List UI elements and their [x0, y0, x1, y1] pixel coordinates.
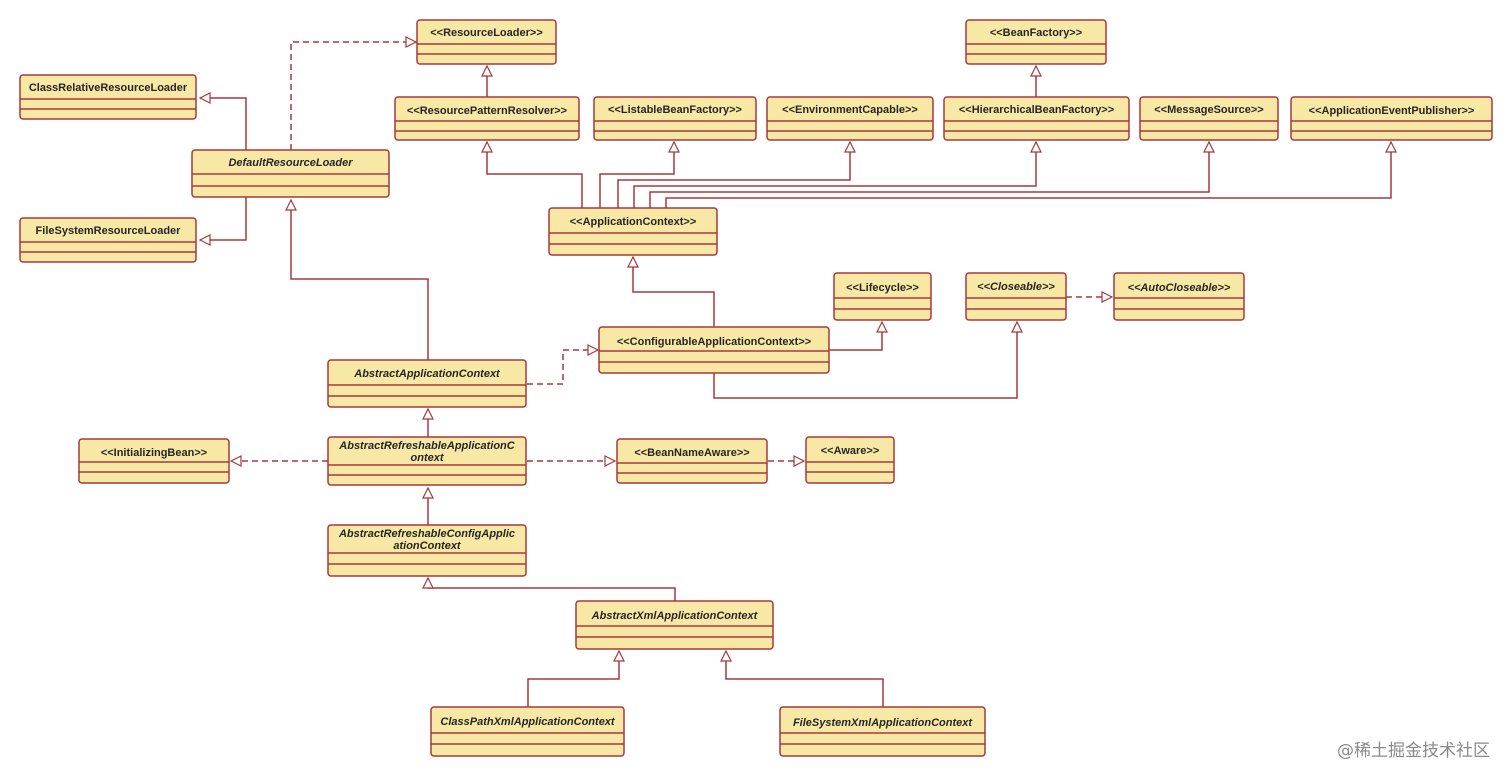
class-environmentcapable[interactable]: <<EnvironmentCapable>> — [766, 96, 934, 141]
watermark-text: @稀土掘金技术社区 — [1337, 741, 1490, 761]
generalization-abstractappcontext-defaultresourceloader — [291, 200, 429, 360]
class-name: <<Closeable>> — [977, 281, 1055, 293]
class-name-line-2: ontext — [411, 452, 445, 464]
class-resourceloader[interactable]: <<ResourceLoader>> — [416, 19, 557, 65]
generalization-appcontext-applicationeventpublisher — [665, 142, 1391, 208]
class-filesystemresourceloader[interactable]: FileSystemResourceLoader — [19, 217, 197, 263]
class-abstractapplicationcontext[interactable]: AbstractApplicationContext — [327, 359, 527, 408]
class-name: FileSystemResourceLoader — [36, 225, 182, 237]
class-name: DefaultResourceLoader — [228, 157, 353, 169]
class-name: AbstractApplicationContext — [353, 368, 501, 380]
generalization-appcontext-environmentcapable — [617, 142, 850, 208]
generalization-configurable-appcontext — [633, 257, 715, 327]
class-name-line-2: ationContext — [393, 540, 462, 552]
class-abstractrefreshableconfigapplicationcontext[interactable]: AbstractRefreshableConfigApplic ationCon… — [327, 524, 527, 577]
generalization-abstractxml-refreshableconfig — [428, 578, 676, 601]
class-listablebeanfactory[interactable]: <<ListableBeanFactory>> — [593, 96, 757, 141]
class-classpathxmlapplicationcontext[interactable]: ClassPathXmlApplicationContext — [430, 706, 625, 757]
class-lifecycle[interactable]: <<Lifecycle>> — [833, 272, 932, 321]
class-classrelativeresourceloader[interactable]: ClassRelativeResourceLoader — [19, 74, 197, 120]
class-applicationeventpublisher[interactable]: <<ApplicationEventPublisher>> — [1290, 96, 1493, 141]
class-initializingbean[interactable]: <<InitializingBean>> — [78, 438, 230, 484]
class-name: <<ApplicationContext>> — [570, 216, 697, 228]
realization-defaultresourceloader-resourceloader — [290, 42, 416, 150]
class-name: ClassRelativeResourceLoader — [29, 82, 188, 94]
class-name: <<BeanFactory>> — [990, 27, 1082, 39]
generalization-configurable-lifecycle — [829, 322, 882, 351]
class-abstractxmlapplicationcontext[interactable]: AbstractXmlApplicationContext — [575, 600, 774, 650]
generalization-classpathxml-abstractxml — [527, 651, 619, 707]
class-name: <<HierarchicalBeanFactory>> — [959, 104, 1114, 116]
connectors — [200, 42, 1391, 707]
class-defaultresourceloader[interactable]: DefaultResourceLoader — [191, 149, 390, 198]
class-applicationcontext[interactable]: <<ApplicationContext>> — [548, 207, 718, 256]
class-name: AbstractXmlApplicationContext — [591, 610, 759, 622]
class-aware[interactable]: <<Aware>> — [805, 436, 895, 484]
generalization-configurable-closeable — [713, 322, 1017, 399]
generalization-classrelative-default — [200, 98, 247, 150]
class-name: <<ResourcePatternResolver>> — [407, 105, 567, 117]
class-name: <<ApplicationEventPublisher>> — [1309, 105, 1475, 117]
class-beannameaware[interactable]: <<BeanNameAware>> — [616, 438, 768, 484]
class-messagesource[interactable]: <<MessageSource>> — [1139, 96, 1279, 141]
class-name-line-1: AbstractRefreshableApplicationC — [338, 440, 515, 452]
class-name: <<ResourceLoader>> — [430, 27, 543, 39]
class-name: <<InitializingBean>> — [101, 447, 207, 459]
class-name: <<Aware>> — [821, 445, 880, 457]
class-name: <<ConfigurableApplicationContext>> — [617, 336, 811, 348]
class-beanfactory[interactable]: <<BeanFactory>> — [965, 19, 1107, 65]
class-name: ClassPathXmlApplicationContext — [440, 716, 616, 728]
class-hierarchicalbeanfactory[interactable]: <<HierarchicalBeanFactory>> — [943, 96, 1130, 141]
class-name: <<EnvironmentCapable>> — [782, 104, 918, 116]
class-name: FileSystemXmlApplicationContext — [793, 717, 973, 729]
generalization-appcontext-messagesource — [649, 142, 1209, 208]
class-name: <<ListableBeanFactory>> — [608, 104, 742, 116]
class-boxes: <<ResourceLoader>> <<BeanFactory>> Class… — [19, 19, 1493, 757]
generalization-appcontext-hierarchicalbeanfactory — [633, 142, 1036, 208]
realization-abstractappcontext-configurable — [527, 350, 598, 385]
generalization-appcontext-listablebeanfactory — [599, 142, 674, 208]
generalization-filesystemresourceloader-default — [200, 197, 247, 240]
class-name: <<BeanNameAware>> — [634, 447, 749, 459]
class-name-line-1: AbstractRefreshableConfigApplic — [338, 528, 515, 540]
class-name: <<Lifecycle>> — [846, 282, 919, 294]
class-autocloseable[interactable]: <<AutoCloseable>> — [1113, 272, 1245, 321]
generalization-filesystemxml-abstractxml — [726, 651, 884, 707]
class-filesystemxmlapplicationcontext[interactable]: FileSystemXmlApplicationContext — [779, 706, 986, 757]
class-abstractrefreshableapplicationcontext[interactable]: AbstractRefreshableApplicationC ontext — [327, 436, 527, 486]
class-name: <<MessageSource>> — [1154, 104, 1263, 116]
class-resourcepatternresolver[interactable]: <<ResourcePatternResolver>> — [394, 96, 580, 141]
class-closeable[interactable]: <<Closeable>> — [965, 272, 1067, 321]
class-configurableapplicationcontext[interactable]: <<ConfigurableApplicationContext>> — [598, 326, 830, 374]
class-name: <<AutoCloseable>> — [1128, 282, 1231, 294]
generalization-appcontext-resourcepatternresolver — [487, 142, 583, 208]
